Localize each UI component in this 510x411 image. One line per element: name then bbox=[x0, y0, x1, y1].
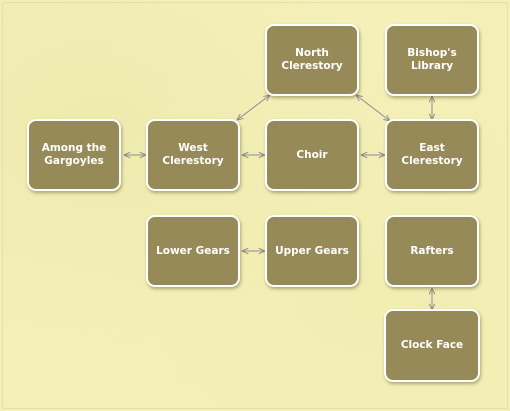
node-clock-face[interactable]: Clock Face bbox=[384, 309, 480, 382]
node-east-clerestory[interactable]: East Clerestory bbox=[385, 119, 479, 191]
node-bishops-library[interactable]: Bishop's Library bbox=[385, 24, 479, 96]
node-label: North Clerestory bbox=[281, 47, 343, 72]
node-label: West Clerestory bbox=[162, 142, 224, 167]
node-label: Bishop's Library bbox=[407, 47, 457, 72]
node-label: Choir bbox=[296, 148, 328, 161]
node-lower-gears[interactable]: Lower Gears bbox=[146, 215, 240, 287]
node-label: Lower Gears bbox=[156, 244, 230, 257]
node-rafters[interactable]: Rafters bbox=[385, 215, 479, 287]
node-label: Upper Gears bbox=[275, 244, 349, 257]
connector-north-east bbox=[356, 95, 390, 121]
node-label: Rafters bbox=[410, 244, 454, 257]
connector-west-north bbox=[237, 95, 270, 120]
node-north-clerestory[interactable]: North Clerestory bbox=[265, 24, 359, 96]
node-label: East Clerestory bbox=[401, 142, 463, 167]
node-choir[interactable]: Choir bbox=[265, 119, 359, 191]
node-west-clerestory[interactable]: West Clerestory bbox=[146, 119, 240, 191]
node-among-the-gargoyles[interactable]: Among the Gargoyles bbox=[27, 119, 121, 191]
node-label: Among the Gargoyles bbox=[41, 142, 107, 167]
node-label: Clock Face bbox=[400, 339, 464, 351]
node-upper-gears[interactable]: Upper Gears bbox=[265, 215, 359, 287]
